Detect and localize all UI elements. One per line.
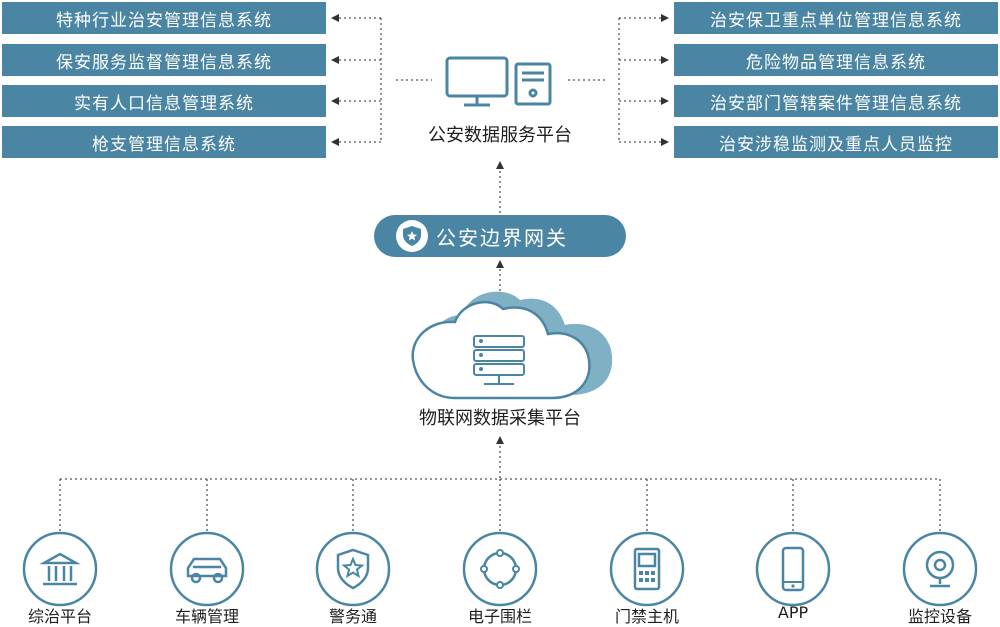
access-control-icon: [609, 531, 685, 607]
device-zongzhi[interactable]: [22, 531, 98, 607]
device-label: 监控设备: [907, 607, 972, 626]
left-system-1[interactable]: 特种行业治安管理信息系统: [2, 2, 326, 34]
right-system-2[interactable]: 危险物品管理信息系统: [674, 44, 998, 76]
device-access[interactable]: [609, 531, 685, 607]
building-icon: [22, 531, 98, 607]
left-system-2[interactable]: 保安服务监督管理信息系统: [2, 44, 326, 76]
service-platform-label: 公安数据服务平台: [428, 125, 572, 146]
device-vehicle[interactable]: [169, 531, 245, 607]
right-system-1[interactable]: 治安保卫重点单位管理信息系统: [674, 2, 998, 34]
device-label: 电子围栏: [467, 607, 532, 626]
camera-icon: [902, 531, 978, 607]
gateway-label: 公安边界网关: [436, 225, 568, 250]
computer-icon: [445, 56, 552, 107]
left-system-4[interactable]: 枪支管理信息系统: [2, 126, 326, 158]
device-police[interactable]: [315, 531, 391, 607]
car-icon: [169, 531, 245, 607]
device-fence[interactable]: [462, 531, 538, 607]
right-connector: [568, 14, 669, 146]
device-app[interactable]: [755, 531, 831, 607]
device-label: 警务通: [328, 607, 377, 626]
left-connector: [331, 14, 432, 146]
device-label: 车辆管理: [174, 607, 239, 626]
device-label: 综治平台: [27, 607, 92, 626]
device-camera[interactable]: [902, 531, 978, 607]
right-system-4[interactable]: 治安涉稳监测及重点人员监控: [674, 126, 998, 158]
device-bus: [59, 478, 941, 531]
police-badge-icon: [315, 531, 391, 607]
right-system-3[interactable]: 治安部门管辖案件管理信息系统: [674, 85, 998, 117]
shield-star-icon: [396, 220, 428, 252]
left-system-3[interactable]: 实有人口信息管理系统: [2, 85, 326, 117]
gateway-pill[interactable]: 公安边界网关: [374, 215, 626, 257]
cloud-server-icon: [411, 291, 613, 400]
device-label: APP: [777, 603, 809, 622]
iot-platform-label: 物联网数据采集平台: [419, 408, 581, 429]
device-label: 门禁主机: [614, 607, 679, 626]
phone-icon: [755, 531, 831, 607]
fence-circle-icon: [462, 531, 538, 607]
